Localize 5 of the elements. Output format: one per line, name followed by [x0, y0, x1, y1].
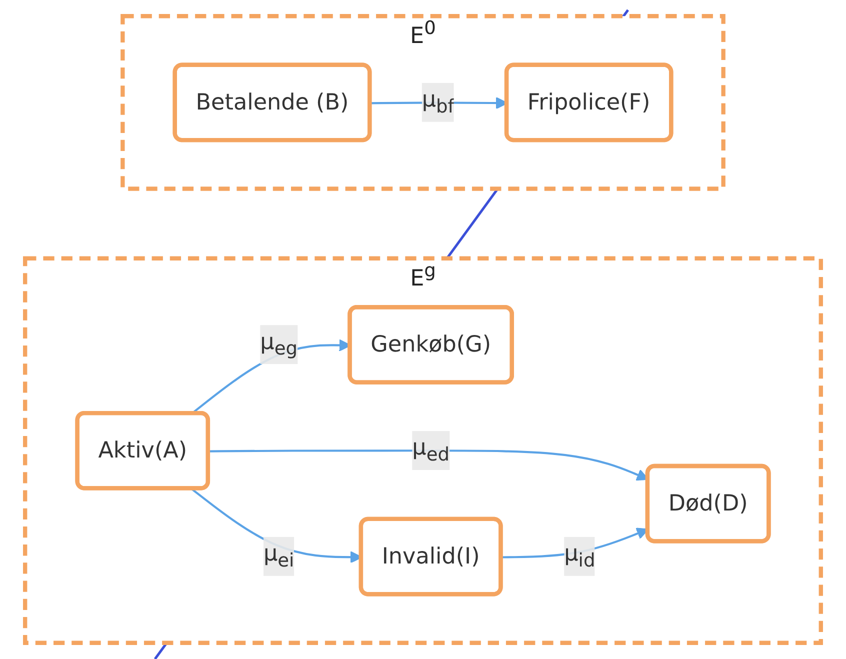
edge-label: μ$_{id}$: [564, 540, 596, 572]
edge-label: μ$_{bf}$: [422, 86, 454, 118]
edge-label: μ$_{ed}$: [412, 434, 450, 466]
edge-label: μ$_{ei}$: [263, 540, 294, 572]
edge-label: μ$_{eg}$: [260, 328, 298, 360]
